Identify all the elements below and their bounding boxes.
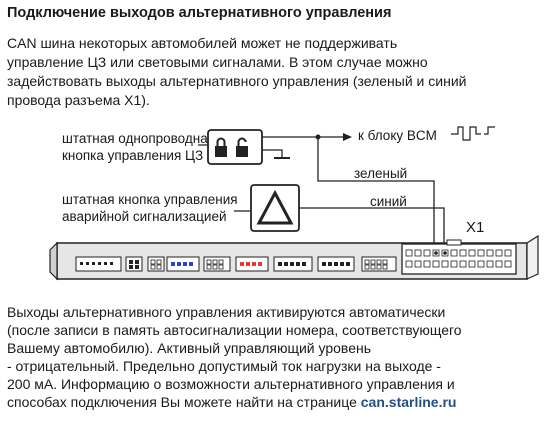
intro-line: провода разъема Х1). (7, 92, 150, 108)
green-wire (317, 137, 435, 250)
pulse-signal-icon (451, 126, 481, 141)
body-line: - отрицательный. Предельно допустимый то… (7, 358, 441, 374)
intro-line: CAN шина некоторых автомобилей может не … (7, 35, 398, 51)
body-paragraph: Выходы альтернативного управления активи… (7, 303, 547, 411)
pulse-signal-icon-tail (484, 126, 495, 135)
lock-button-label-2: кнопка управления ЦЗ (62, 148, 203, 163)
green-wire-label: зеленый (354, 166, 407, 181)
hazard-triangle-icon (256, 189, 294, 225)
body-line: Выходы альтернативного управления активи… (7, 304, 446, 320)
intro-line: управление ЦЗ или световыми сигналами. В… (7, 54, 428, 70)
body-line: 200 мА. Информацию о возможности альтерн… (7, 376, 455, 392)
ground-wire (262, 149, 283, 158)
blue-wire-label: синий (370, 194, 407, 209)
hazard-button-label-2: аварийной сигнализацией (62, 209, 227, 224)
page-title: Подключение выходов альтернативного упра… (7, 5, 392, 21)
wire-junction (315, 134, 321, 140)
intro-line: задействовать выходы альтернативного упр… (7, 73, 467, 89)
body-line-last: способах подключения Вы можете найти на … (7, 393, 547, 411)
bcm-label: к блоку BCM (358, 128, 437, 143)
body-line: (после записи в память автосигнализации … (7, 322, 462, 338)
arrow-right-icon (343, 133, 352, 141)
intro-paragraph: CAN шина некоторых автомобилей может не … (7, 34, 547, 110)
lock-button-label-1: штатная однопроводная (62, 131, 215, 146)
body-line: способах подключения Вы можете найти на … (7, 394, 361, 410)
starline-link[interactable]: can.starline.ru (360, 394, 457, 410)
hazard-button-label-1: штатная кнопка управления (62, 192, 238, 207)
padlock-locked-unlocked-icon (215, 137, 248, 157)
x1-connector (401, 239, 517, 275)
connector-label: X1 (466, 219, 484, 236)
blue-wire (299, 207, 445, 250)
body-line: Вашему автомобилю). Активный управляющий… (7, 340, 371, 356)
